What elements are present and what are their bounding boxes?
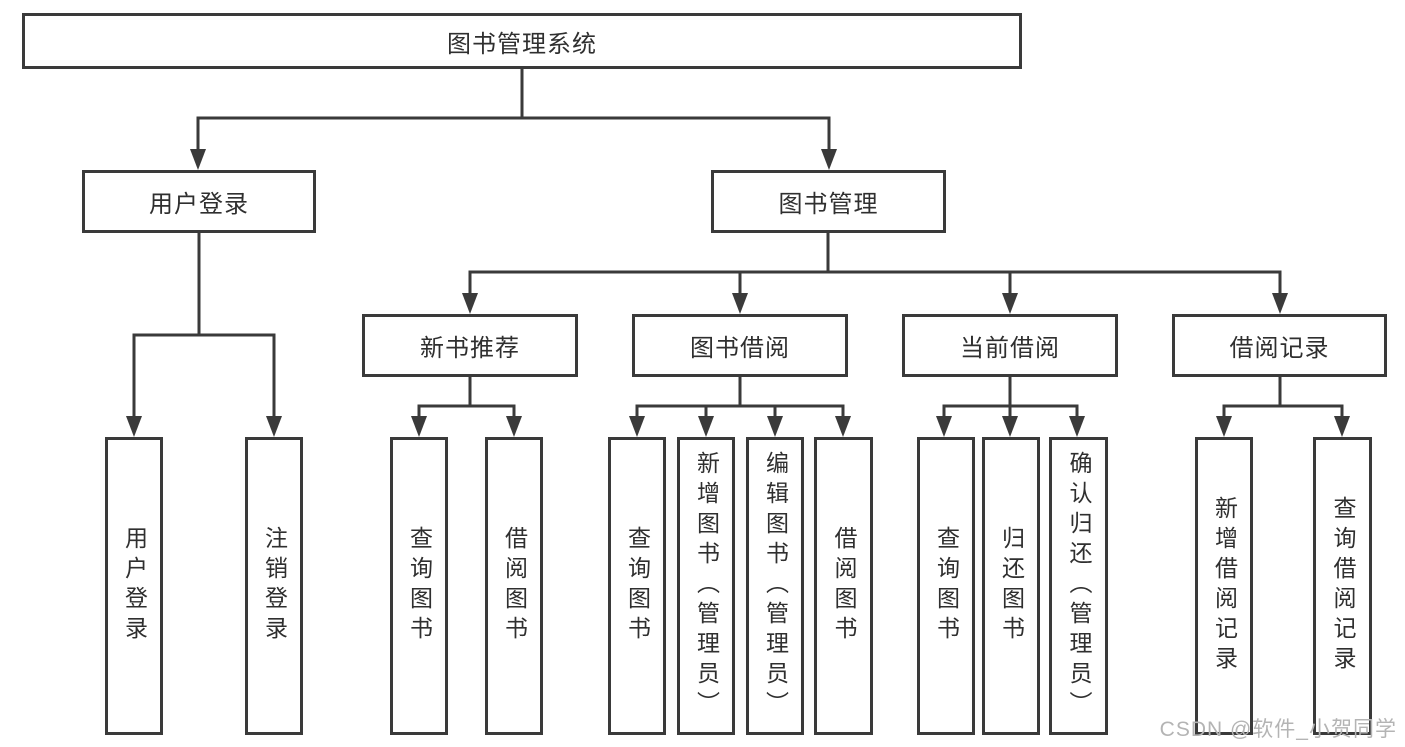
arrowhead-icon	[126, 416, 142, 437]
node-borrow-query-books: 查询图书	[608, 437, 666, 735]
node-label: 图书管理系统	[447, 30, 597, 58]
node-user-logout: 注销登录	[245, 437, 303, 735]
arrowhead-icon	[1002, 416, 1018, 437]
arrowhead-icon	[266, 416, 282, 437]
node-book-borrowing: 图书借阅	[632, 314, 848, 377]
node-label: 新书推荐	[420, 335, 520, 362]
node-borrow-borrow-books: 借阅图书	[814, 437, 873, 735]
node-new-book-recommend: 新书推荐	[362, 314, 578, 377]
arrowhead-icon	[190, 149, 206, 170]
arrowhead-icon	[1272, 293, 1288, 314]
node-label: 用户登录	[121, 526, 148, 646]
node-borrow-add-books: 新增图书（管理员）	[677, 437, 735, 735]
node-current-confirm-return: 确认归还（管理员）	[1049, 437, 1108, 735]
arrowhead-icon	[411, 416, 427, 437]
arrowhead-icon	[462, 293, 478, 314]
node-label: 查询借阅记录	[1330, 496, 1356, 676]
node-label: 查询图书	[933, 526, 960, 646]
node-label: 用户登录	[149, 191, 249, 218]
node-record-query-record: 查询借阅记录	[1313, 437, 1372, 735]
node-label: 编辑图书（管理员）	[762, 451, 789, 721]
node-label: 新增借阅记录	[1211, 496, 1238, 676]
node-record-add-record: 新增借阅记录	[1195, 437, 1253, 735]
node-label: 归还图书	[998, 526, 1025, 646]
arrowhead-icon	[767, 416, 783, 437]
arrowhead-icon	[936, 416, 952, 437]
node-user-login: 用户登录	[105, 437, 163, 735]
arrowhead-icon	[1002, 293, 1018, 314]
node-current-borrowing: 当前借阅	[902, 314, 1118, 377]
node-label: 注销登录	[261, 526, 288, 646]
arrowhead-icon	[1069, 416, 1085, 437]
arrowhead-icon	[1334, 416, 1350, 437]
node-book-management: 图书管理	[711, 170, 946, 233]
arrowhead-icon	[698, 416, 714, 437]
node-borrowing-records: 借阅记录	[1172, 314, 1387, 377]
edge-group	[462, 231, 1288, 314]
edge-group	[1216, 375, 1350, 437]
node-current-query-books: 查询图书	[917, 437, 975, 735]
node-label: 当前借阅	[960, 335, 1060, 362]
arrowhead-icon	[732, 293, 748, 314]
node-label: 新增图书（管理员）	[693, 451, 720, 721]
node-label: 借阅图书	[501, 526, 528, 646]
edge-group	[629, 375, 851, 437]
node-label: 确认归还（管理员）	[1066, 451, 1092, 721]
node-current-return-books: 归还图书	[982, 437, 1040, 735]
arrowhead-icon	[506, 416, 522, 437]
edge-group	[126, 231, 282, 437]
arrowhead-icon	[821, 149, 837, 170]
watermark-text: CSDN @软件_小贺同学	[1159, 718, 1397, 741]
arrowhead-icon	[1216, 416, 1232, 437]
edge-group	[411, 375, 522, 437]
node-label: 图书借阅	[690, 335, 790, 362]
arrowhead-icon	[629, 416, 645, 437]
node-newbook-query-books: 查询图书	[390, 437, 448, 735]
node-label: 借阅图书	[831, 526, 857, 646]
node-library-system: 图书管理系统	[22, 13, 1022, 69]
node-label: 借阅记录	[1229, 335, 1330, 362]
node-label: 查询图书	[406, 526, 433, 646]
node-label: 查询图书	[624, 526, 651, 646]
arrowhead-icon	[835, 416, 851, 437]
node-newbook-borrow-books: 借阅图书	[485, 437, 543, 735]
edge-group	[190, 67, 837, 170]
node-label: 图书管理	[778, 191, 879, 218]
edge-group	[936, 375, 1085, 437]
node-user-login-group: 用户登录	[82, 170, 316, 233]
node-borrow-edit-books: 编辑图书（管理员）	[746, 437, 804, 735]
